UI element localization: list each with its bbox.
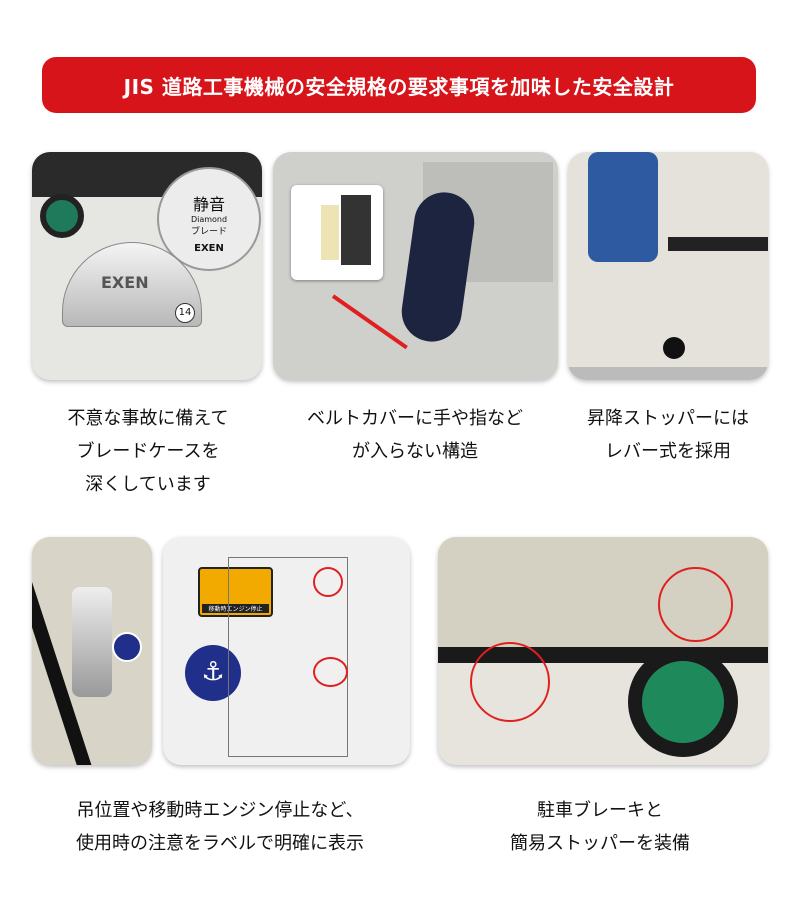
caption-line: 深くしています (85, 474, 211, 495)
caption-blade-case: 不意な事故に備えて ブレードケースを 深くしています (20, 402, 276, 501)
caption-parking-brake: 駐車ブレーキと 簡易ストッパーを装備 (450, 794, 750, 860)
title-banner: JIS 道路工事機械の安全規格の要求事項を加味した安全設計 (42, 57, 756, 113)
label-text: 移動時エンジン停止 (202, 604, 269, 613)
caption-lever-stopper: 昇降ストッパーには レバー式を採用 (560, 402, 776, 468)
caption-line: 昇降ストッパーには (587, 408, 749, 429)
blade-kana: ブレード (190, 227, 227, 237)
caption-line: 吊位置や移動時エンジン停止など、 (76, 800, 364, 821)
lever-knob (663, 337, 685, 359)
caption-line: レバー式を採用 (605, 441, 731, 462)
photo-parking-brake (438, 537, 768, 765)
photo-handle-lever (32, 537, 152, 765)
size-badge: 14 (175, 303, 195, 323)
diamond-blade: 静音 Diamond ブレード EXEN (157, 167, 261, 271)
photo-label-diagram: 移動時エンジン停止 ⚓ (163, 537, 410, 765)
wheel-icon (628, 647, 738, 757)
brand-logo: EXEN (101, 273, 149, 292)
photo-lever-stopper (568, 152, 768, 380)
blade-name: 静音 (192, 195, 225, 214)
red-arrow-icon (331, 294, 408, 350)
caption-labels: 吊位置や移動時エンジン停止など、 使用時の注意をラベルで明確に表示 (40, 794, 400, 860)
caption-line: が入らない構造 (352, 441, 478, 462)
photo-belt-cover (273, 152, 558, 380)
caption-line: 簡易ストッパーを装備 (510, 833, 690, 854)
wheel-icon (40, 194, 84, 238)
belt-cover (397, 188, 479, 346)
caption-belt-cover: ベルトカバーに手や指など が入らない構造 (280, 402, 550, 468)
blade-brand: EXEN (194, 243, 224, 254)
lifting-hook-label-icon: ⚓ (185, 645, 241, 701)
engine-stop-label: 移動時エンジン停止 (198, 567, 273, 617)
brake-highlight (470, 642, 550, 722)
caption-line: ベルトカバーに手や指など (307, 408, 523, 429)
inset-photo (291, 185, 383, 280)
caption-line: 不意な事故に備えて (67, 408, 229, 429)
banner-title: JIS 道路工事機械の安全規格の要求事項を加味した安全設計 (123, 74, 675, 99)
blade-sub: Diamond (190, 215, 228, 224)
hook-label-icon (112, 632, 142, 662)
photo-blade-case: 静音 Diamond ブレード EXEN EXEN 14 (32, 152, 262, 380)
caption-line: 使用時の注意をラベルで明確に表示 (76, 833, 364, 854)
stopper-highlight (658, 567, 733, 642)
caption-line: 駐車ブレーキと (537, 800, 663, 821)
caption-line: ブレードケースを (76, 441, 220, 462)
